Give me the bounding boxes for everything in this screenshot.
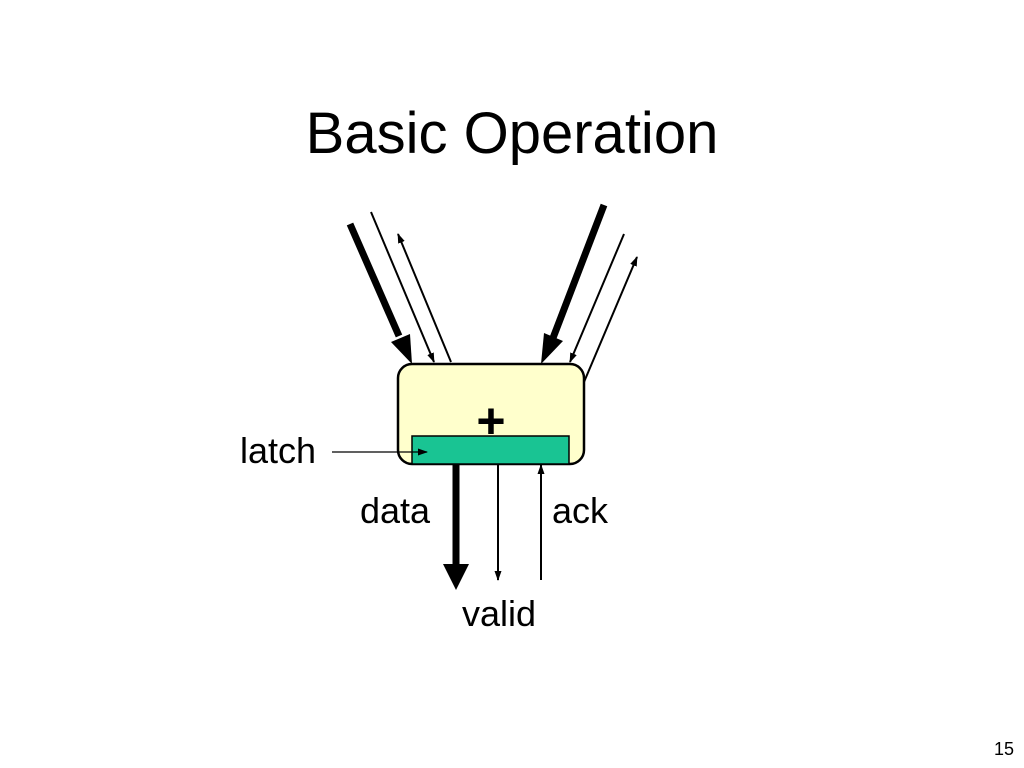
right-valid-input-arrow [569, 233, 625, 363]
left-ack-output-arrow [397, 233, 452, 363]
left-data-input-arrowhead [391, 334, 412, 364]
data-label: data [360, 490, 431, 531]
output-data-arrowhead [443, 564, 469, 590]
right-data-input-arrow [549, 203, 608, 340]
latch-register [411, 435, 570, 465]
left-data-input-arrow [346, 222, 403, 338]
latch-label: latch [240, 430, 316, 471]
page-number: 15 [993, 739, 1014, 759]
right-data-input-arrowhead [541, 333, 563, 364]
slide-title: Basic Operation [305, 101, 719, 166]
ack-label: ack [552, 490, 609, 531]
right-ack-output-arrow [583, 256, 638, 383]
left-valid-input-arrow [370, 211, 435, 363]
valid-label: valid [462, 593, 536, 634]
